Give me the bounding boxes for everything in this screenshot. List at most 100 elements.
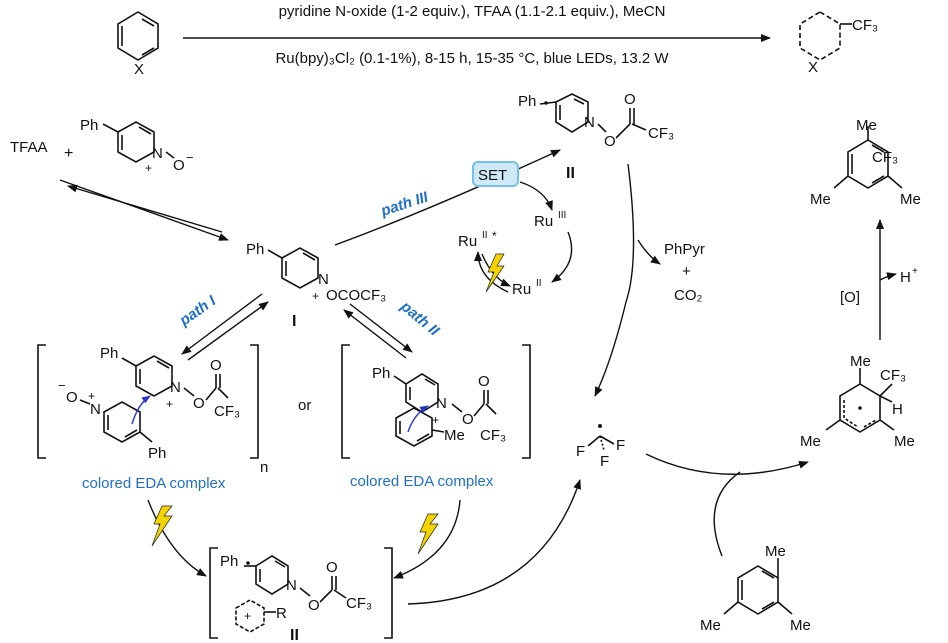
cyclohexadienyl-radical: Me CF₃ H Me Me xyxy=(800,353,915,450)
svg-text:N: N xyxy=(90,401,101,418)
svg-text:Me: Me xyxy=(850,353,871,370)
svg-text:+: + xyxy=(432,413,439,427)
cf3-radical: F F F xyxy=(576,424,625,470)
svg-text:Ru: Ru xyxy=(458,233,477,250)
svg-text:Ph: Ph xyxy=(148,445,166,462)
svg-text:Ph: Ph xyxy=(100,345,118,362)
light-bolt-icon-left xyxy=(151,505,173,547)
svg-text:N: N xyxy=(436,395,447,412)
label-I: I xyxy=(292,313,296,330)
svg-text:O: O xyxy=(173,157,185,174)
svg-text:Me: Me xyxy=(800,433,821,450)
product-cf3: CF₃ xyxy=(852,17,878,34)
set-box: SET xyxy=(472,161,519,187)
svg-text:PhPyr: PhPyr xyxy=(664,241,705,258)
decomposition-arrow xyxy=(594,163,635,397)
radical-pair: Ph N O O CF₃ + R II xyxy=(209,547,393,643)
svg-text:[O]: [O] xyxy=(840,289,860,306)
svg-text:+: + xyxy=(244,609,251,623)
svg-text:O: O xyxy=(193,395,205,412)
path-I-label: path I xyxy=(176,292,220,330)
svg-text:R: R xyxy=(276,605,287,622)
svg-text:O: O xyxy=(478,373,490,390)
mesitylene: Me Me Me xyxy=(700,543,811,634)
svg-text:III: III xyxy=(558,210,566,221)
svg-text:N: N xyxy=(584,114,595,131)
svg-text:Ph: Ph xyxy=(80,117,98,134)
svg-text:N: N xyxy=(286,577,297,594)
svg-text:H: H xyxy=(900,269,911,286)
tfaa-label: TFAA xyxy=(10,139,48,156)
svg-text:+: + xyxy=(312,289,319,303)
intermediate-I: Ph N + OCOCF₃ I xyxy=(246,241,386,330)
label-II-top: II xyxy=(566,165,575,182)
svg-text:O: O xyxy=(308,597,320,614)
svg-text:O: O xyxy=(210,357,222,374)
svg-text:+: + xyxy=(88,389,95,403)
svg-text:OCOCF₃: OCOCF₃ xyxy=(326,287,386,304)
or-label: or xyxy=(298,397,311,414)
svg-text:O: O xyxy=(326,559,338,576)
svg-text:Ru: Ru xyxy=(512,281,531,298)
substrate-x-label: X xyxy=(134,61,144,78)
reactant-plus: + xyxy=(64,145,73,162)
svg-text:Me: Me xyxy=(900,191,921,208)
svg-text:O: O xyxy=(624,91,636,108)
svg-text:+: + xyxy=(682,263,691,280)
path-III-arrow xyxy=(334,149,561,246)
svg-text:Me: Me xyxy=(444,427,465,444)
svg-text:O: O xyxy=(66,389,78,406)
svg-text:*: * xyxy=(492,229,497,243)
eda-complex-2: Ph N + O O CF₃ Me colored EDA complex xyxy=(341,344,531,490)
reagents-bottom: Ru(bpy)₃Cl₂ (0.1-1%), 8-15 h, 15-35 °C, … xyxy=(275,50,669,67)
pyridine-n-oxide: Ph N + O − xyxy=(80,117,194,175)
svg-text:Me: Me xyxy=(894,433,915,450)
svg-text:−: − xyxy=(186,150,194,165)
svg-text:CF₃: CF₃ xyxy=(214,403,240,420)
svg-text:N: N xyxy=(318,271,329,288)
svg-text:CF₃: CF₃ xyxy=(880,367,906,384)
svg-text:Ph: Ph xyxy=(246,241,264,258)
svg-text:Me: Me xyxy=(856,117,877,134)
svg-text:F: F xyxy=(576,443,585,460)
eda1-label: colored EDA complex xyxy=(82,475,226,492)
light-bolt-icon-right xyxy=(417,513,439,555)
svg-text:Ph: Ph xyxy=(372,365,390,382)
svg-text:CF₃: CF₃ xyxy=(346,595,372,612)
svg-text:II: II xyxy=(482,230,488,241)
svg-text:+: + xyxy=(145,161,152,175)
path-III-label: path III xyxy=(378,188,431,220)
svg-text:O: O xyxy=(462,411,474,428)
svg-text:n: n xyxy=(260,459,268,476)
svg-text:−: − xyxy=(58,378,66,393)
svg-text:CO₂: CO₂ xyxy=(674,287,703,304)
svg-text:Me: Me xyxy=(765,543,786,560)
eda2-label: colored EDA complex xyxy=(350,473,494,490)
svg-text:Ph: Ph xyxy=(518,93,536,110)
svg-text:Ph: Ph xyxy=(220,553,238,570)
eda-complex-1: n Ph N + O O CF₃ − O N + Ph colored EDA … xyxy=(37,344,268,492)
svg-text:Me: Me xyxy=(810,191,831,208)
svg-text:N: N xyxy=(152,145,163,162)
substrate-arene: X xyxy=(117,11,159,78)
svg-text:Me: Me xyxy=(790,617,811,634)
svg-text:CF₃: CF₃ xyxy=(872,149,898,166)
svg-text:H: H xyxy=(892,401,903,418)
product-x-label: X xyxy=(808,59,818,76)
svg-text:SET: SET xyxy=(478,167,507,184)
svg-text:N: N xyxy=(170,379,181,396)
label-II-bottom: II xyxy=(290,627,299,643)
svg-text:II: II xyxy=(536,278,542,289)
product-arene-cf3: CF₃ Me Me Me xyxy=(810,117,921,208)
svg-text:F: F xyxy=(616,437,625,454)
svg-text:Ru: Ru xyxy=(534,213,553,230)
svg-text:F: F xyxy=(600,453,609,470)
light-bolt-icon xyxy=(485,253,505,293)
svg-text:CF₃: CF₃ xyxy=(480,427,506,444)
reagents-top: pyridine N-oxide (1-2 equiv.), TFAA (1.1… xyxy=(279,3,666,20)
svg-text:+: + xyxy=(912,266,918,277)
svg-text:O: O xyxy=(604,133,616,150)
product-arene: CF₃ X xyxy=(799,11,878,76)
